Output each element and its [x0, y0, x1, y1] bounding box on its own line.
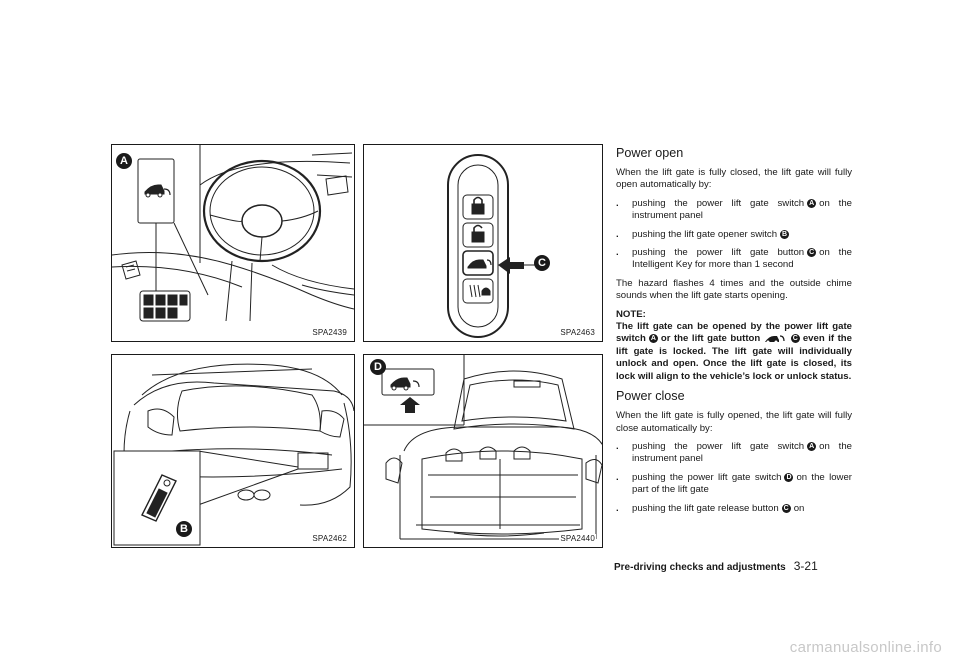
label-a-icon: A: [807, 198, 817, 208]
bullet-text: pushing the power lift gate switch: [632, 471, 782, 483]
note-label: NOTE:: [616, 308, 646, 320]
watermark: carmanualsonline.info: [789, 639, 942, 656]
bullet-text: on the instrument panel: [632, 440, 852, 465]
figure-open-lift-gate: D SPA2440: [363, 354, 603, 548]
figure-instrument-panel: A SPA2439: [111, 144, 355, 342]
label-d-icon: D: [784, 472, 794, 482]
section-title: Pre-driving checks and adjustments: [614, 562, 786, 573]
bullet-text: pushing the power lift gate button: [632, 247, 805, 259]
bullet-mark: .: [616, 247, 619, 259]
instrument-panel-illustration: [112, 145, 354, 322]
figure-vehicle-rear: B SPA2462: [111, 354, 355, 548]
figure-code: SPA2463: [559, 328, 596, 337]
callout-a: A: [116, 153, 132, 169]
open-lift-gate-illustration: [364, 355, 602, 540]
intelligent-key-illustration: [447, 154, 536, 338]
note-text: even if the lift gate is locked. The lif…: [616, 333, 852, 382]
label-a-icon: A: [648, 334, 658, 344]
label-c-icon: C: [781, 503, 791, 513]
paragraph-hazard: The hazard flashes 4 times and the outsi…: [616, 277, 852, 302]
bullet-text: on: [793, 502, 805, 514]
callout-d: D: [370, 359, 386, 375]
paragraph-open-intro: When the lift gate is fully closed, the …: [616, 167, 852, 191]
label-c-icon: C: [807, 248, 817, 257]
callout-c: C: [534, 255, 550, 271]
lift-gate-key-icon: [764, 335, 785, 344]
note-body: The lift gate can be opened by the power…: [616, 321, 852, 383]
heading-power-close: Power close: [616, 389, 685, 404]
bullet-text: pushing the lift gate release button: [632, 502, 779, 514]
label-c-icon: C: [790, 334, 800, 344]
bullet-mark: .: [616, 228, 619, 240]
bullet-text: pushing the power lift gate switch: [632, 440, 805, 452]
note-text: or the lift gate button: [660, 333, 761, 345]
label-a-icon: A: [807, 441, 817, 451]
vehicle-rear-illustration: [113, 363, 354, 546]
bullet-text: on the lower part of the lift gate: [632, 471, 852, 496]
figure-code: SPA2462: [311, 534, 348, 543]
note-text: The lift gate can be opened by the power…: [616, 321, 852, 345]
bullet-mark: .: [616, 440, 619, 452]
callout-b: B: [176, 521, 192, 537]
text-column: Power open When the lift gate is fully c…: [616, 146, 852, 521]
figure-intelligent-key: C SPA2463: [363, 144, 603, 342]
bullet-text: pushing the power lift gate switch: [632, 197, 805, 209]
bullet-text: on the instrument panel: [632, 197, 852, 222]
figure-code: SPA2440: [559, 534, 596, 543]
page-number: 3-21: [793, 559, 818, 573]
label-b-icon: B: [780, 229, 790, 239]
heading-power-open: Power open: [616, 146, 684, 160]
figure-code: SPA2439: [311, 328, 348, 337]
bullet-mark: .: [616, 471, 619, 483]
page-footer: Pre-driving checks and adjustments 3-21: [614, 559, 856, 573]
paragraph-close-intro: When the lift gate is fully opened, the …: [616, 410, 852, 434]
bullet-text: pushing the lift gate opener switch: [632, 228, 778, 240]
bullet-text: on the Intelligent Key for more than 1 s…: [632, 247, 852, 271]
bullet-mark: .: [616, 502, 619, 514]
bullet-mark: .: [616, 197, 619, 209]
